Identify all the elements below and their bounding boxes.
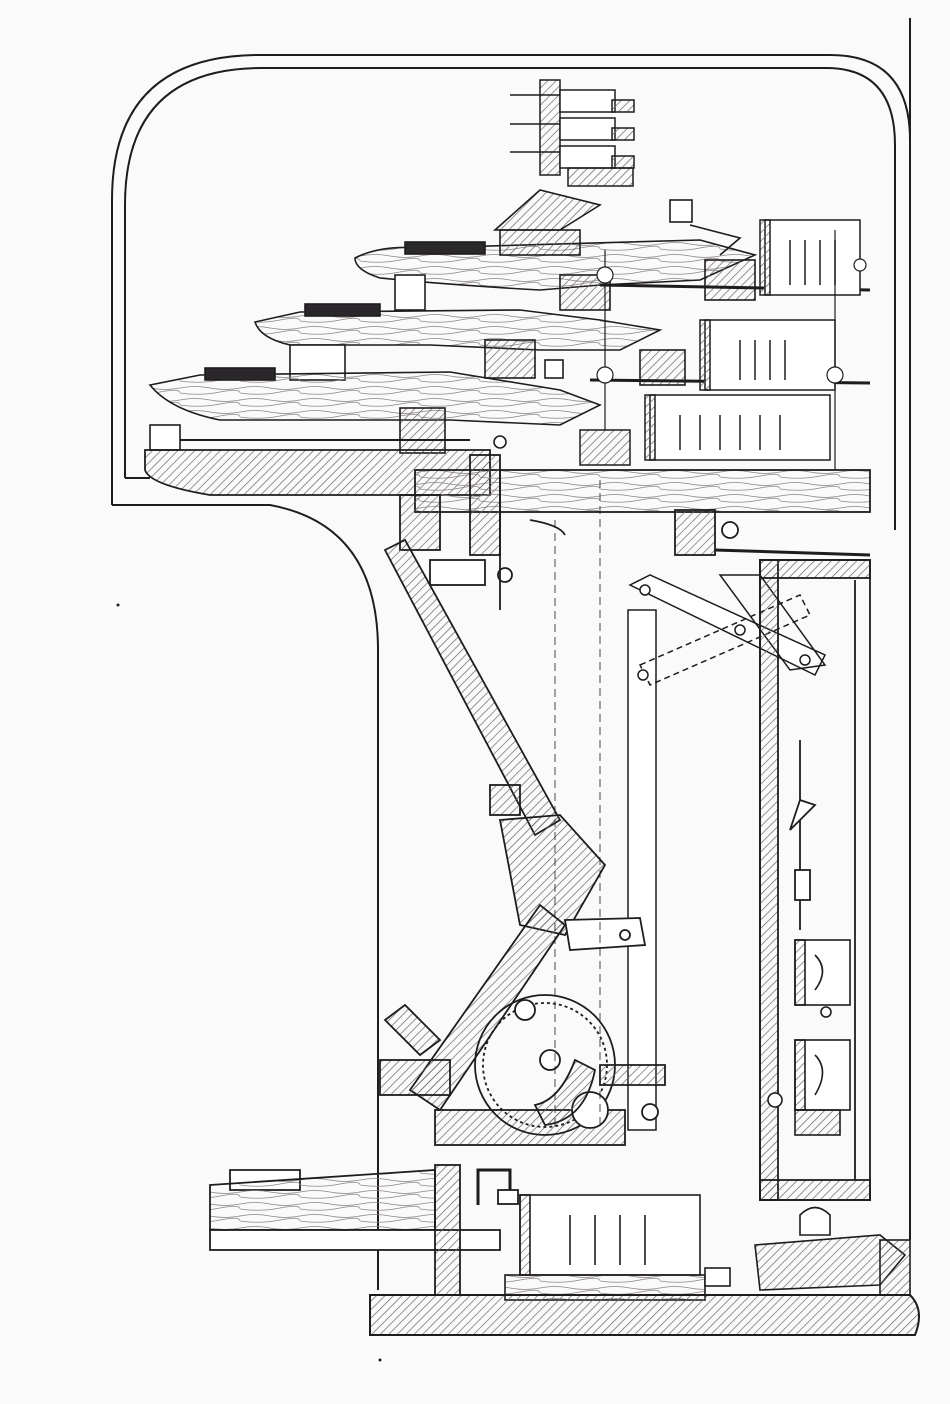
solenoid-unit-lower: [767, 1039, 851, 1136]
scan-speck: [378, 1358, 382, 1362]
vertical-rod-linkages: [596, 230, 867, 470]
expression-pedal-assembly: [379, 814, 666, 1146]
stop-tab-stack: [510, 79, 635, 187]
swell-shoe-base: [754, 1206, 911, 1296]
centre-lines: [554, 480, 601, 1130]
relay-bank-lower: [579, 394, 831, 466]
swell-rod-housing: [759, 559, 871, 1201]
keyboard-manual-upper: [354, 189, 871, 311]
keyboard-manual-lower: [148, 367, 602, 454]
scan-speck: [116, 603, 120, 607]
solenoid-unit-upper: [794, 939, 851, 1018]
pedal-contact-box: [504, 1194, 731, 1301]
console-case-outline: [111, 18, 911, 1290]
pivot-link-bars: [627, 574, 827, 1131]
relay-bank-upper: [759, 219, 861, 296]
pedalboard: [209, 1164, 519, 1296]
relay-bank-middle: [699, 319, 836, 391]
key-bed-frame: [144, 449, 871, 557]
base-plinth: [369, 1294, 920, 1336]
